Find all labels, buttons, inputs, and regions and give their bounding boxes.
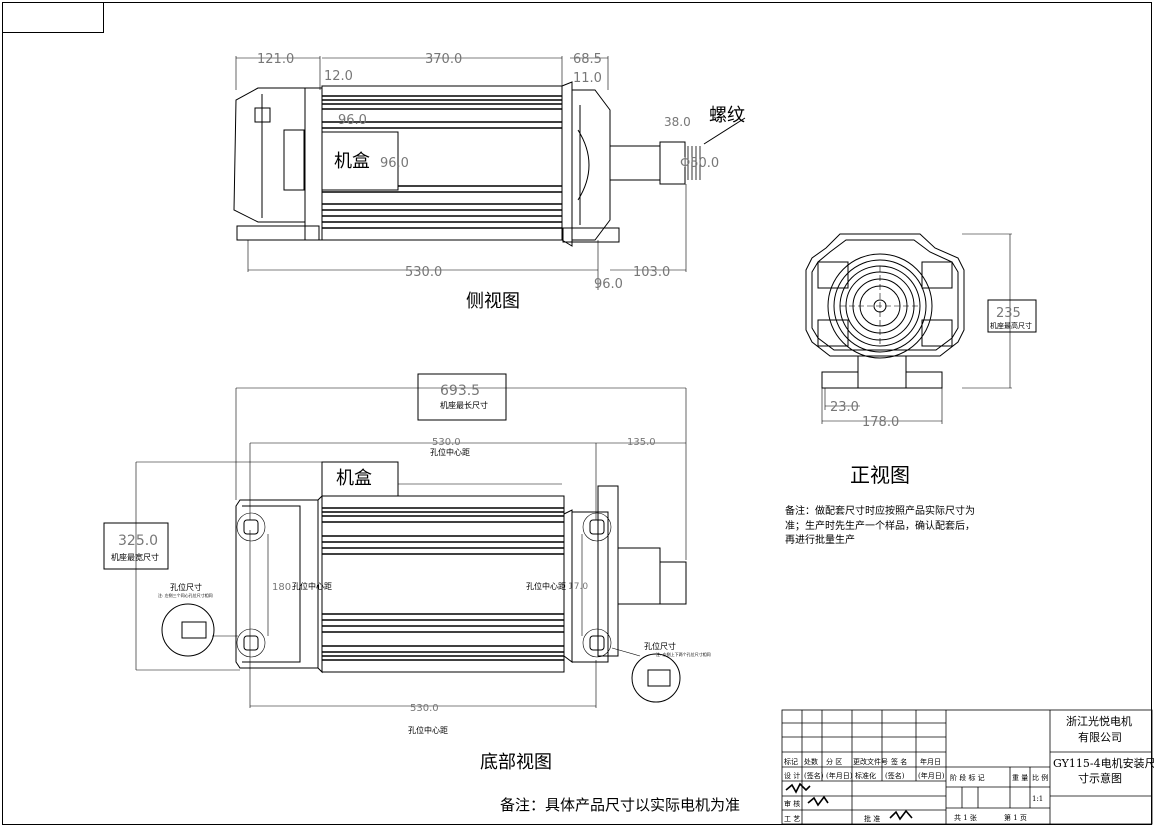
dim-38: 38.0 bbox=[664, 115, 691, 129]
hole-center-right-label: 孔位中心距 bbox=[526, 581, 566, 591]
hole-center-left-label: 孔位中心距 bbox=[292, 581, 332, 591]
front-view bbox=[805, 233, 1037, 424]
tb-standard-sign: (签名) bbox=[885, 771, 905, 780]
tb-process: 工 艺 bbox=[784, 815, 800, 823]
bottom-view bbox=[103, 373, 687, 708]
side-view-dimensions: 121.0 370.0 68.5 12.0 11.0 96.0 96.0 38.… bbox=[257, 52, 745, 312]
tb-sheet-number: 第 1 页 bbox=[1004, 813, 1027, 822]
hole-center-top-label: 孔位中心距 bbox=[430, 447, 470, 457]
height-235-value: 235 bbox=[996, 306, 1021, 321]
dim-530-top: 530.0 bbox=[432, 437, 461, 448]
front-view-title: 正视图 bbox=[850, 463, 910, 487]
dim-96-b: 96.0 bbox=[380, 156, 409, 171]
tb-ratio: 比 例 bbox=[1032, 773, 1048, 782]
tb-change-doc: 更改文件号 bbox=[853, 757, 888, 766]
tb-review: 审 核 bbox=[784, 799, 800, 808]
tb-date: 年月日 bbox=[920, 757, 941, 766]
note-right-line-2: 准；生产时先生产一个样品，确认配套后， bbox=[785, 519, 975, 532]
signature-review bbox=[807, 795, 829, 807]
dim-530: 530.0 bbox=[405, 265, 442, 280]
signature-design bbox=[785, 782, 811, 794]
tb-total-sheets: 共 1 张 bbox=[954, 813, 977, 822]
dim-phi-50: Φ50.0 bbox=[680, 156, 719, 171]
hole-note-right: 注: 左侧上下两个孔位尺寸相同 bbox=[656, 651, 711, 657]
dim-530-bottom: 530.0 bbox=[410, 703, 439, 714]
dim-68-5: 68.5 bbox=[573, 52, 602, 67]
dim-135: 135.0 bbox=[627, 437, 656, 448]
tb-design-sign: (签名) bbox=[804, 771, 824, 780]
signatures bbox=[785, 782, 913, 821]
tb-stage-mark: 阶 段 标 记 bbox=[950, 773, 985, 782]
front-view-dimensions: 235 机座最高尺寸 23.0 178.0 正视图 bbox=[830, 306, 1032, 487]
corner-box bbox=[2, 2, 104, 33]
hole-center-bottom-label: 孔位中心距 bbox=[408, 725, 448, 735]
dim-180: 180. bbox=[272, 582, 294, 593]
tb-mark: 标记 bbox=[784, 757, 798, 766]
drawing-title-line-1: GY115-4电机安装尺 bbox=[1053, 756, 1154, 770]
thread-label: 螺纹 bbox=[709, 105, 745, 126]
dim-103: 103.0 bbox=[633, 265, 670, 280]
dim-11: 11.0 bbox=[573, 71, 602, 86]
hole-size-left-label: 孔位尺寸 bbox=[170, 582, 202, 592]
side-view bbox=[233, 56, 746, 290]
bottom-view-title: 底部视图 bbox=[480, 752, 552, 773]
note-right-line-1: 备注：做配套尺寸时应按照产品实际尺寸为 bbox=[785, 504, 975, 517]
tb-standard-date: (年月日) bbox=[918, 771, 945, 780]
side-view-title: 侧视图 bbox=[466, 291, 520, 312]
note-right-line-3: 再进行批量生产 bbox=[785, 533, 855, 546]
tb-standard: 标准化 bbox=[855, 771, 876, 780]
signature-approve bbox=[889, 809, 913, 821]
bottom-motor-box-label: 机盒 bbox=[336, 468, 372, 489]
dim-370: 370.0 bbox=[425, 52, 462, 67]
dim-12: 12.0 bbox=[324, 69, 353, 84]
length-693-5-value: 693.5 bbox=[440, 383, 480, 399]
bottom-view-dimensions: 693.5 机座最长尺寸 325.0 机座最宽尺寸 530.0 孔位中心距 13… bbox=[111, 383, 711, 773]
dim-121: 121.0 bbox=[257, 52, 294, 67]
hole-note-left: 注: 左侧三个同心孔位尺寸相同 bbox=[158, 592, 213, 598]
note-bottom: 备注：具体产品尺寸以实际电机为准 bbox=[500, 796, 740, 814]
dim-96-c: 96.0 bbox=[594, 277, 623, 292]
dim-178: 178.0 bbox=[862, 415, 899, 430]
company-name-line-1: 浙江光悦电机 bbox=[1066, 714, 1132, 728]
hole-size-right-label: 孔位尺寸 bbox=[644, 641, 676, 651]
title-block-text: 浙江光悦电机 有限公司 GY115-4电机安装尺 寸示意图 标记 处数 分 区 … bbox=[784, 714, 1154, 823]
length-693-5-label: 机座最长尺寸 bbox=[440, 400, 488, 410]
title-block bbox=[781, 709, 1153, 825]
dim-23: 23.0 bbox=[830, 400, 859, 415]
note-right: 备注：做配套尺寸时应按照产品实际尺寸为 准；生产时先生产一个样品，确认配套后， … bbox=[785, 504, 975, 546]
tb-design-date: (年月日) bbox=[826, 771, 853, 780]
company-name-line-2: 有限公司 bbox=[1078, 730, 1122, 744]
tb-approve: 批 准 bbox=[864, 814, 880, 823]
height-235-label: 机座最高尺寸 bbox=[990, 321, 1032, 330]
width-325-value: 325.0 bbox=[118, 533, 158, 549]
tb-weight: 重 量 bbox=[1012, 774, 1028, 782]
width-325-label: 机座最宽尺寸 bbox=[111, 552, 159, 562]
dim-17: 17.0 bbox=[568, 582, 588, 592]
dim-96-a: 96.0 bbox=[338, 113, 367, 128]
motor-box-label: 机盒 bbox=[334, 151, 370, 172]
tb-scale-value: 1:1 bbox=[1032, 795, 1043, 803]
drawing-title-line-2: 寸示意图 bbox=[1078, 771, 1122, 785]
tb-count: 处数 bbox=[804, 757, 818, 766]
tb-design: 设 计 bbox=[784, 771, 800, 780]
tb-zone: 分 区 bbox=[826, 757, 842, 766]
tb-sign: 签 名 bbox=[891, 757, 907, 766]
